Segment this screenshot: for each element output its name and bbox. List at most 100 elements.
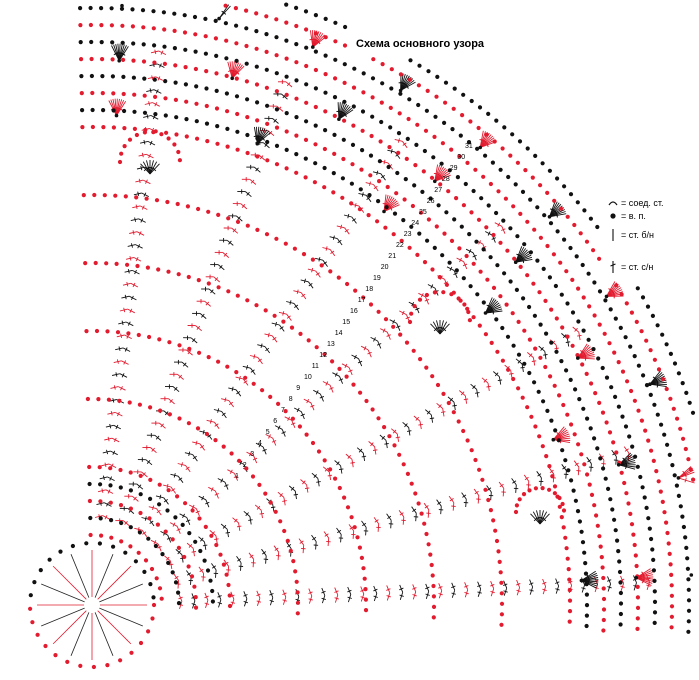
stitch-line bbox=[159, 494, 162, 500]
chain-dot bbox=[183, 47, 188, 52]
chain-dot bbox=[433, 114, 438, 119]
chain-dot bbox=[395, 170, 400, 176]
chain-dot bbox=[576, 319, 581, 324]
chain-dot bbox=[121, 74, 126, 79]
row-number: 19 bbox=[373, 275, 381, 282]
stitch-line bbox=[365, 527, 367, 536]
chain-dot bbox=[527, 304, 532, 310]
stitch-line bbox=[528, 353, 533, 358]
chain-dot bbox=[289, 325, 295, 330]
stitch-line bbox=[252, 457, 258, 461]
stitch-line bbox=[472, 385, 476, 389]
chain-dot bbox=[431, 583, 436, 589]
stitch-line bbox=[248, 519, 253, 521]
chain-dot bbox=[547, 215, 552, 219]
chain-dot bbox=[182, 30, 188, 35]
chain-dot bbox=[263, 491, 268, 496]
chain-dot bbox=[392, 211, 398, 216]
stitch-line bbox=[439, 320, 444, 335]
chain-dot bbox=[152, 60, 157, 65]
chain-dot bbox=[312, 180, 317, 185]
stitch-line bbox=[556, 213, 558, 218]
chain-dot bbox=[597, 322, 602, 327]
chain-dot bbox=[664, 520, 669, 525]
chain-dot bbox=[616, 549, 621, 554]
chain-dot bbox=[274, 35, 279, 40]
stitch-line bbox=[516, 589, 521, 593]
chain-dot bbox=[119, 520, 124, 526]
chain-dot bbox=[469, 448, 474, 453]
chain-dot bbox=[573, 498, 579, 503]
chain-dot bbox=[186, 564, 191, 569]
chain-dot bbox=[349, 201, 354, 206]
chain-dot bbox=[38, 568, 43, 573]
stitch-line bbox=[261, 136, 265, 141]
chain-dot bbox=[357, 545, 362, 550]
chain-dot bbox=[96, 397, 101, 402]
chain-dot bbox=[355, 535, 360, 540]
chain-dot bbox=[111, 108, 116, 113]
chain-dot bbox=[592, 503, 597, 508]
chain-dot bbox=[224, 91, 229, 96]
chain-dot bbox=[185, 204, 190, 209]
chain-dot bbox=[363, 597, 368, 602]
chain-dot bbox=[640, 295, 646, 300]
chain-dot bbox=[206, 209, 211, 214]
stitch-line bbox=[211, 565, 217, 569]
chain-dot bbox=[529, 414, 534, 419]
chain-dot bbox=[490, 160, 495, 165]
chain-dot bbox=[629, 522, 635, 527]
stitch-line bbox=[684, 473, 687, 478]
chain-dot bbox=[632, 354, 637, 359]
chain-dot bbox=[284, 38, 289, 43]
stitch-line bbox=[262, 551, 267, 555]
stitch-line bbox=[460, 391, 465, 396]
stitch-line bbox=[144, 516, 147, 521]
stitch-line bbox=[265, 347, 270, 352]
chain-dot bbox=[368, 173, 373, 178]
chain-dot bbox=[592, 313, 597, 318]
chain-dot bbox=[234, 94, 240, 99]
chain-dot bbox=[133, 559, 138, 564]
chain-dot bbox=[184, 134, 189, 139]
stitch-line bbox=[287, 544, 292, 548]
chain-dot bbox=[498, 570, 503, 575]
chain-dot bbox=[337, 366, 342, 371]
chain-dot bbox=[79, 74, 84, 79]
chain-dot bbox=[467, 318, 472, 323]
stitch-line bbox=[149, 163, 160, 175]
chain-dot bbox=[245, 132, 250, 138]
stitch-line bbox=[555, 588, 560, 591]
chain-dot bbox=[117, 398, 122, 403]
stitch-line bbox=[412, 508, 417, 512]
chain-dot bbox=[264, 49, 269, 55]
chain-dot bbox=[435, 382, 441, 388]
stitch-line bbox=[258, 443, 262, 448]
chain-dot bbox=[475, 292, 480, 297]
chain-dot bbox=[655, 412, 660, 417]
chain-dot bbox=[340, 176, 345, 181]
chain-dot bbox=[265, 158, 270, 163]
stitch-line bbox=[164, 411, 169, 416]
stitch-line bbox=[115, 372, 118, 377]
chain-dot bbox=[407, 97, 412, 102]
chain-dot bbox=[414, 142, 419, 147]
stitch-line bbox=[302, 480, 306, 485]
chain-dot bbox=[166, 136, 171, 141]
stitch-line bbox=[574, 327, 578, 332]
chain-dot bbox=[117, 58, 121, 63]
chain-dot bbox=[555, 229, 560, 234]
chain-dot bbox=[342, 118, 347, 123]
chain-dot bbox=[516, 352, 522, 357]
stitch-line bbox=[188, 451, 191, 457]
chain-dot bbox=[398, 332, 403, 337]
chain-dot bbox=[216, 285, 221, 290]
chain-dot bbox=[128, 470, 133, 475]
stitch-line bbox=[188, 544, 193, 548]
chain-dot bbox=[520, 189, 526, 194]
chain-dot bbox=[304, 100, 309, 105]
chain-dot bbox=[655, 323, 660, 328]
chain-dot bbox=[452, 217, 457, 222]
chain-dot bbox=[150, 616, 155, 621]
stitch-line bbox=[97, 610, 132, 645]
